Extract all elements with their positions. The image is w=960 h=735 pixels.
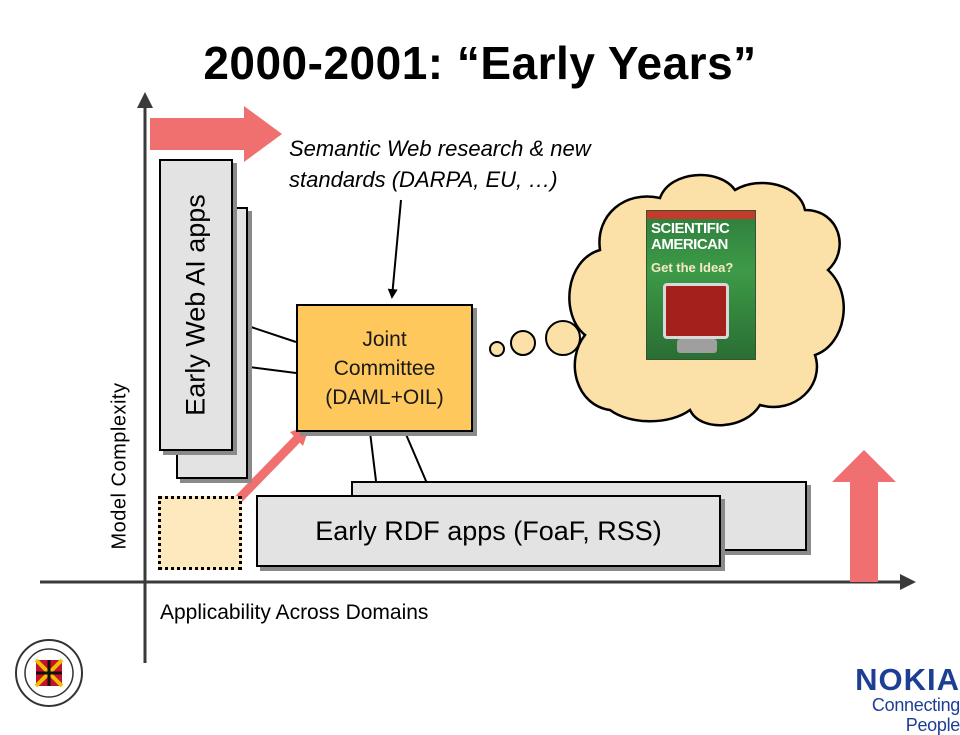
joint-committee-line-3: (DAML+OIL) <box>325 385 444 409</box>
vertical-growth-arrow <box>832 450 896 582</box>
connector-line <box>369 431 377 482</box>
x-axis-arrowhead <box>900 574 916 590</box>
rdf-apps-box: Early RDF apps (FoaF, RSS) <box>256 495 721 567</box>
monitor-base-illustration <box>677 339 717 353</box>
nokia-wordmark: NOKIA <box>855 662 960 697</box>
y-axis-arrowhead <box>137 92 153 108</box>
scientific-american-cover: SCIENTIFIC AMERICAN Get the Idea? <box>646 210 756 360</box>
joint-committee-box: Joint Committee (DAML+OIL) <box>296 304 473 432</box>
nokia-logo: NOKIA Connecting People <box>818 662 960 735</box>
magazine-name: SCIENTIFIC AMERICAN <box>651 220 730 253</box>
connector-line <box>247 325 297 343</box>
magazine-cover-line: Get the Idea? <box>651 260 734 275</box>
thought-bubble-medium <box>510 330 536 356</box>
slide-title: 2000-2001: “Early Years” <box>203 37 757 89</box>
thought-bubble-large <box>545 320 581 356</box>
diagram-canvas <box>40 92 916 663</box>
y-axis-label: Model Complexity <box>108 382 131 550</box>
ai-apps-box: Early Web AI apps <box>159 159 233 451</box>
annotation-pointer-arrow <box>387 199 402 299</box>
university-seal-logo <box>15 639 83 707</box>
ai-apps-label: Early Web AI apps <box>180 194 211 416</box>
dotted-placeholder-box <box>158 496 242 570</box>
monitor-illustration <box>663 283 729 339</box>
rdf-apps-label: Early RDF apps (FoaF, RSS) <box>315 515 662 546</box>
joint-committee-line-2: Committee <box>333 356 436 380</box>
joint-committee-line-1: Joint <box>362 327 407 351</box>
horizontal-growth-arrow <box>150 106 282 162</box>
nokia-tagline: Connecting People <box>871 695 960 735</box>
thought-bubble-small <box>489 341 505 357</box>
research-annotation: Semantic Web research & new standards (D… <box>289 136 591 192</box>
x-axis-label: Applicability Across Domains <box>160 601 429 624</box>
magazine-top-strip <box>647 211 755 219</box>
